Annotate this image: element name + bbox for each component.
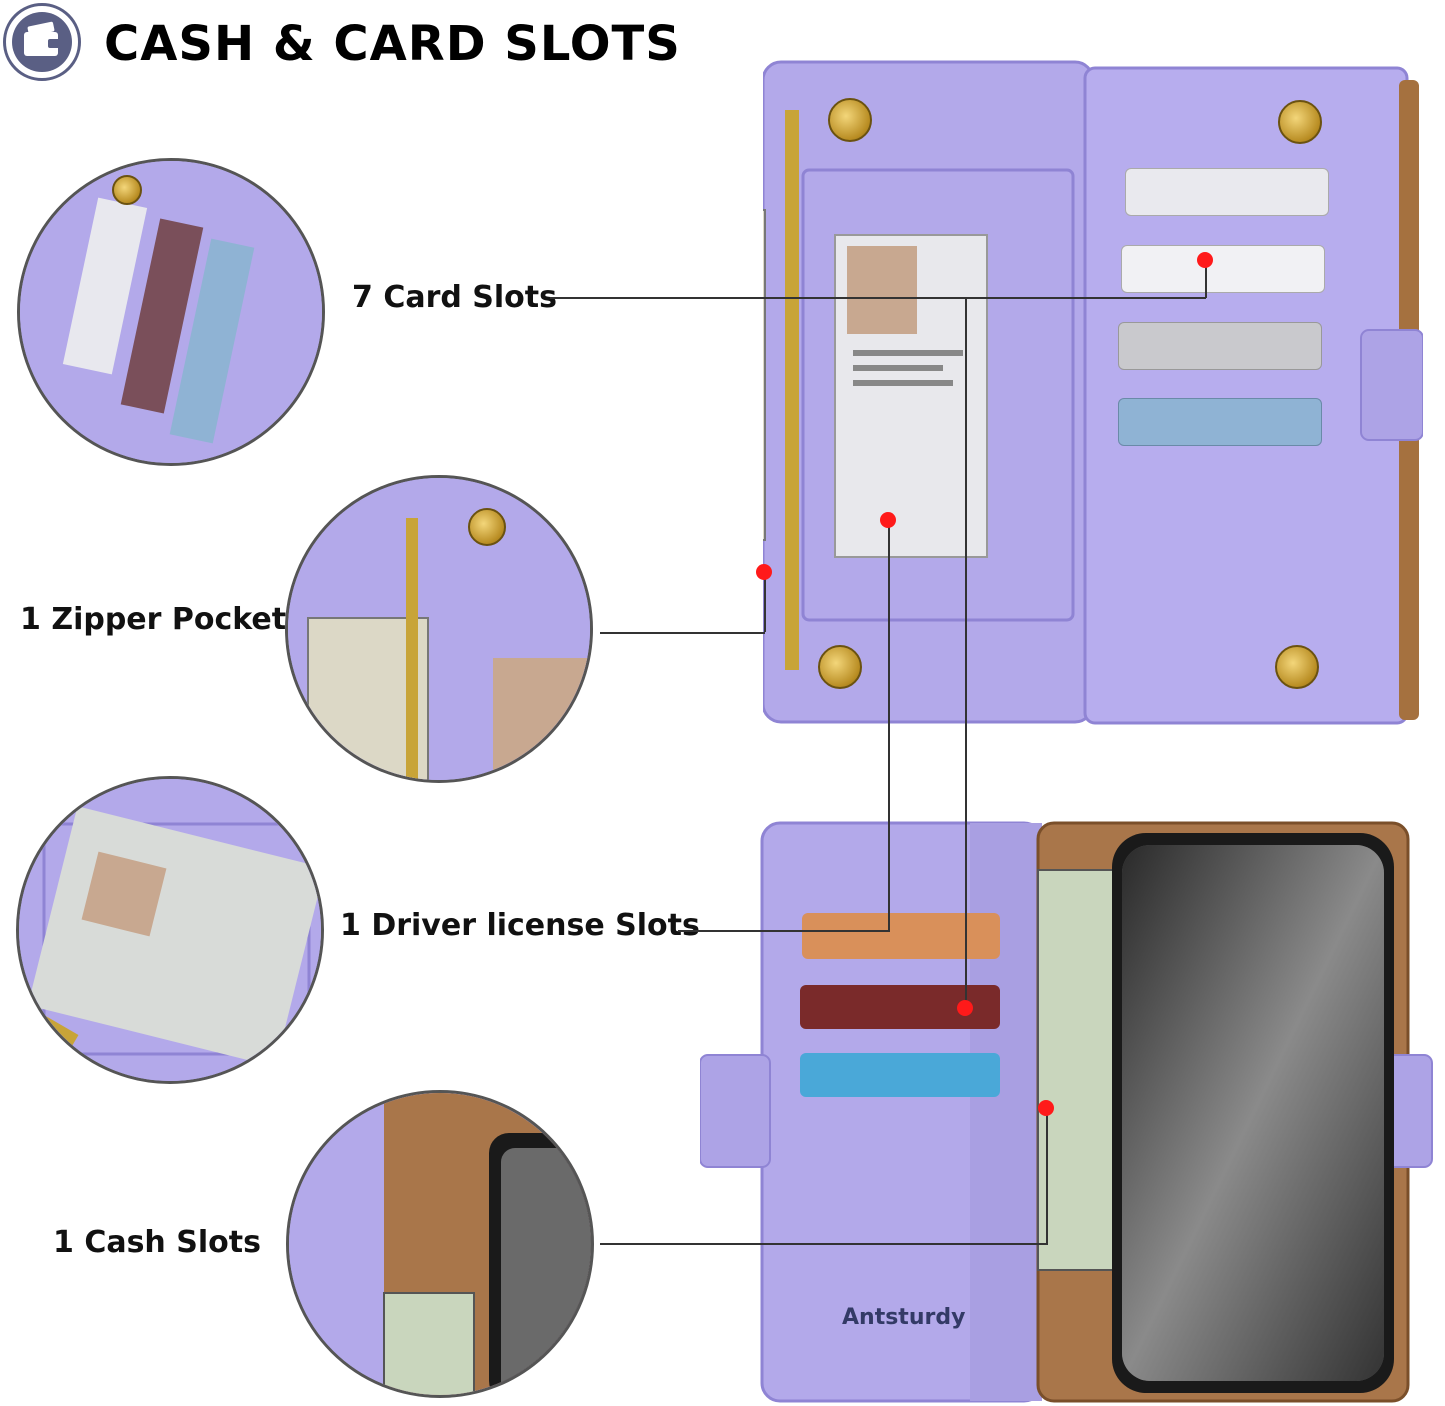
callout-card-slots: 7 Card Slots bbox=[352, 280, 557, 315]
leader-cash-slots bbox=[600, 1243, 1048, 1245]
callout-cash-slots: 1 Cash Slots bbox=[53, 1225, 261, 1260]
detail-circle-zipper bbox=[285, 475, 593, 783]
callout-zipper-pocket: 1 Zipper Pocket bbox=[20, 602, 287, 637]
wallet-icon bbox=[12, 12, 72, 72]
leader-card-slots bbox=[550, 297, 1206, 299]
callout-driver-license: 1 Driver license Slots bbox=[340, 908, 700, 943]
wallet-open-front: Antsturdy bbox=[700, 815, 1445, 1405]
detail-circle-card-slots bbox=[17, 158, 325, 466]
page-title: CASH & CARD SLOTS bbox=[104, 16, 681, 72]
detail-circle-license bbox=[16, 776, 324, 1084]
leader-driver-license bbox=[678, 930, 890, 932]
wallet-open-back bbox=[763, 60, 1423, 730]
leader-zipper-pocket bbox=[600, 632, 765, 634]
detail-circle-cash bbox=[286, 1090, 594, 1398]
brand-label: Antsturdy bbox=[842, 1305, 966, 1330]
header-wallet-badge bbox=[3, 3, 81, 81]
